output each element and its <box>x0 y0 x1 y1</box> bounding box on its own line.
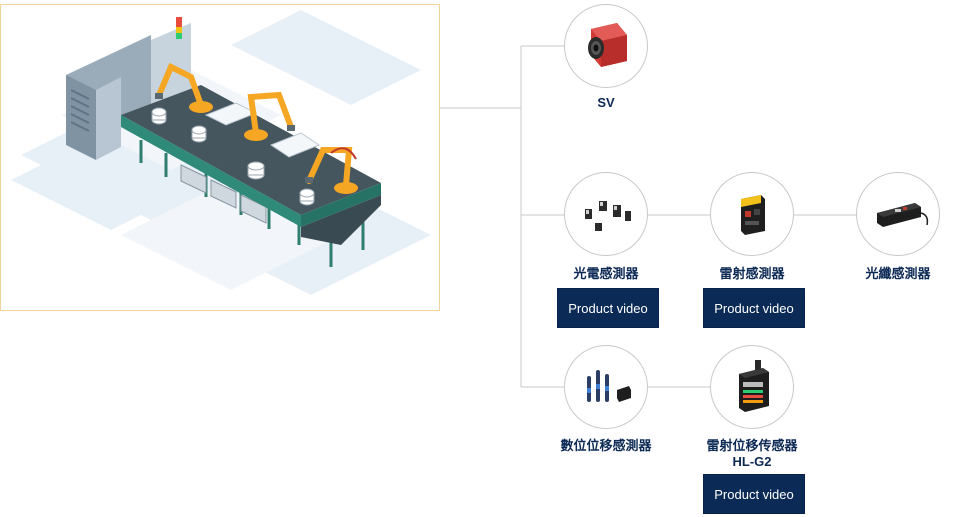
fiber-node[interactable] <box>856 172 940 256</box>
laser-product-video-button[interactable]: Product video <box>703 288 805 328</box>
hl-g2-sensor-icon <box>739 360 769 412</box>
laser-label: 雷射感測器 <box>719 266 785 281</box>
displacement-node[interactable] <box>564 345 648 429</box>
photoelectric-sensors-icon <box>585 201 631 231</box>
photoelectric-node[interactable] <box>564 172 648 256</box>
sv-node[interactable] <box>564 4 648 88</box>
fiber-label: 光纖感測器 <box>865 266 931 281</box>
hl-g2-node[interactable] <box>710 345 794 429</box>
assembly-line-illustration <box>11 10 431 295</box>
displacement-sensors-icon <box>587 370 631 402</box>
displacement-label: 數位位移感測器 <box>560 438 652 453</box>
assembly-line-scene <box>0 4 440 311</box>
hl-g2-label-line1: 雷射位移传感器 <box>706 438 798 453</box>
sv-label: SV <box>597 95 615 110</box>
machine-vision-camera-icon <box>588 23 627 67</box>
laser-sensor-icon <box>741 195 765 235</box>
fiber-sensor-icon <box>877 203 929 227</box>
hl-g2-product-video-button[interactable]: Product video <box>703 474 805 514</box>
photoelectric-product-video-button[interactable]: Product video <box>557 288 659 328</box>
hl-g2-label-line2: HL-G2 <box>732 454 772 469</box>
laser-node[interactable] <box>710 172 794 256</box>
photoelectric-label: 光電感測器 <box>573 266 639 281</box>
